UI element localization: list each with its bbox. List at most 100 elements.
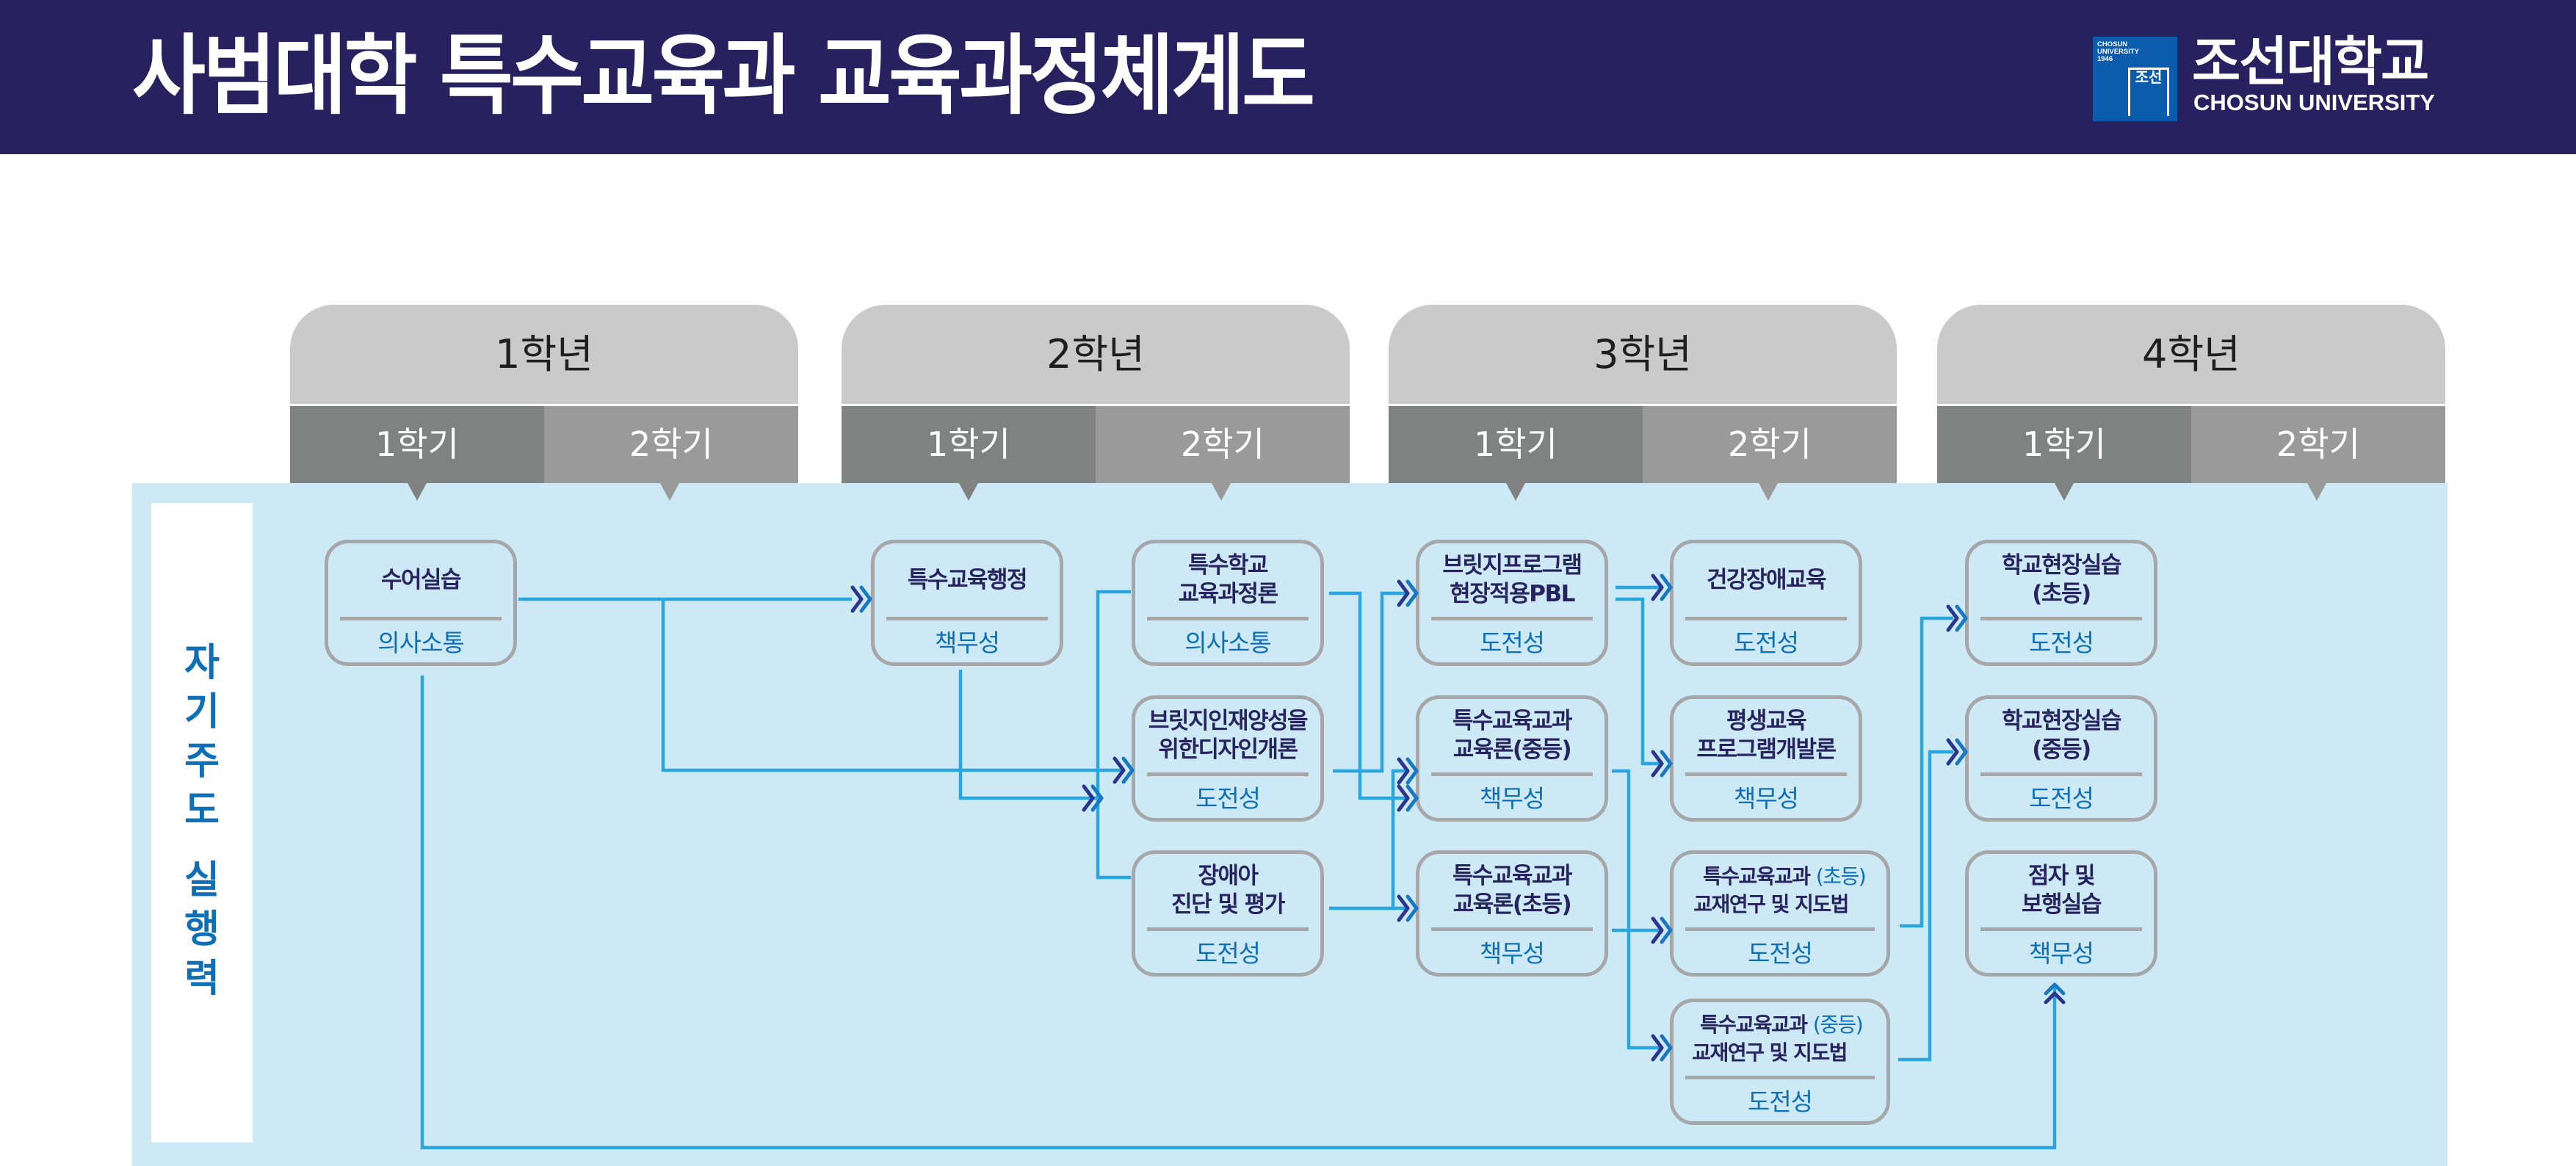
divider	[1147, 927, 1309, 931]
connector-line	[420, 676, 2057, 1150]
course-competency: 의사소통	[1184, 629, 1271, 657]
semester-label: 1학기	[1937, 406, 2191, 483]
page-title: 사범대학 특수교육과 교육과정체계도	[132, 25, 1315, 126]
header-banner: 사범대학 특수교육과 교육과정체계도 CHOSUN UNIVERSITY 194…	[0, 0, 2576, 154]
connector-line	[958, 670, 1098, 800]
course-card[interactable]: 건강장애교육 도전성	[1670, 540, 1862, 666]
connector-line	[1329, 591, 1408, 800]
course-competency: 도전성	[1195, 939, 1261, 968]
course-name: 특수교육교과 (초등) 교재연구 및 지도법	[1693, 864, 1866, 916]
course-name: 학교현장실습(중등)	[2001, 708, 2122, 763]
divider	[1685, 617, 1847, 620]
course-competency: 책무성	[1479, 784, 1545, 813]
course-competency: 도전성	[1733, 629, 1799, 657]
course-card[interactable]: 학교현장실습(중등) 도전성	[1965, 695, 2157, 822]
semester-pointer-icon	[660, 483, 679, 501]
year-label: 4학년	[1937, 305, 2445, 404]
course-competency: 책무성	[1479, 939, 1545, 968]
course-name: 학교현장실습(초등)	[2001, 552, 2122, 607]
semester-label: 2학기	[1643, 406, 1897, 483]
year-label: 3학년	[1389, 305, 1897, 404]
course-competency: 도전성	[2028, 784, 2094, 813]
course-competency: 책무성	[934, 629, 1000, 657]
course-competency: 책무성	[2028, 939, 2094, 968]
divider	[1147, 617, 1309, 620]
semester-pointer-icon	[2055, 483, 2074, 501]
divider	[1980, 927, 2142, 931]
semester-pointer-icon	[408, 483, 427, 501]
divider	[1147, 772, 1309, 776]
semester-label: 1학기	[842, 406, 1096, 483]
semester-label: 2학기	[544, 406, 798, 483]
divider	[1685, 927, 1875, 931]
university-name-en: CHOSUN UNIVERSITY	[2193, 90, 2435, 115]
course-name: 특수교육행정	[907, 566, 1028, 593]
semester-label: 2학기	[2191, 406, 2445, 483]
semester-pointer-icon	[1506, 483, 1525, 501]
course-name: 건강장애교육	[1706, 566, 1827, 593]
divider	[1431, 927, 1593, 931]
connector-line	[1898, 750, 1953, 1062]
course-card[interactable]: 학교현장실습(초등) 도전성	[1965, 540, 2157, 666]
side-label-box	[151, 503, 253, 1143]
course-competency: 의사소통	[377, 629, 464, 657]
semester-label: 2학기	[1096, 406, 1350, 483]
year-label: 1학년	[290, 305, 798, 404]
emblem-caption: CHOSUN UNIVERSITY 1946	[2097, 40, 2140, 63]
connector-line	[1612, 769, 1663, 1050]
course-competency: 도전성	[1195, 784, 1261, 813]
divider	[340, 617, 502, 620]
semester-label: 1학기	[290, 406, 544, 483]
year-header-4: 4학년 1학기 2학기	[1937, 305, 2445, 483]
divider	[1980, 772, 2142, 776]
course-competency: 도전성	[1479, 629, 1545, 657]
divider	[1685, 1076, 1875, 1079]
semester-pointer-icon	[1212, 483, 1231, 501]
course-name: 특수교육교과 (중등) 교재연구 및 지도법	[1692, 1013, 1863, 1065]
year-header-3: 3학년 1학기 2학기	[1389, 305, 1897, 483]
course-card[interactable]: 특수교육교과 (중등) 교재연구 및 지도법 도전성	[1670, 999, 1890, 1125]
connector-line	[1096, 590, 1131, 880]
divider	[1980, 617, 2142, 620]
course-competency: 도전성	[1747, 939, 1813, 968]
year-header-1: 1학년 1학기 2학기	[290, 305, 798, 483]
divider	[1431, 772, 1593, 776]
year-header-2: 2학년 1학기 2학기	[842, 305, 1350, 483]
course-competency: 책무성	[1733, 784, 1799, 813]
connector-line	[1900, 616, 1953, 928]
course-card[interactable]: 특수교육행정 책무성	[871, 540, 1063, 666]
course-competency: 도전성	[1747, 1087, 1813, 1116]
semester-pointer-icon	[1759, 483, 1778, 501]
connector-line	[1333, 591, 1408, 773]
semester-pointer-icon	[959, 483, 978, 501]
course-name: 수어실습	[380, 566, 462, 593]
semester-pointer-icon	[2307, 483, 2326, 501]
university-name-kr: 조선대학교	[2192, 31, 2429, 93]
divider	[1685, 772, 1847, 776]
course-competency: 도전성	[2028, 629, 2094, 657]
divider	[1431, 617, 1593, 620]
connector-line	[1391, 769, 1408, 908]
emblem-glyph-icon: 조선	[2128, 68, 2169, 116]
divider	[886, 617, 1048, 620]
university-emblem: CHOSUN UNIVERSITY 1946 조선	[2093, 37, 2177, 121]
course-card[interactable]: 수어실습 의사소통	[325, 540, 517, 666]
course-card[interactable]: 특수교육교과 (초등) 교재연구 및 지도법 도전성	[1670, 850, 1890, 977]
